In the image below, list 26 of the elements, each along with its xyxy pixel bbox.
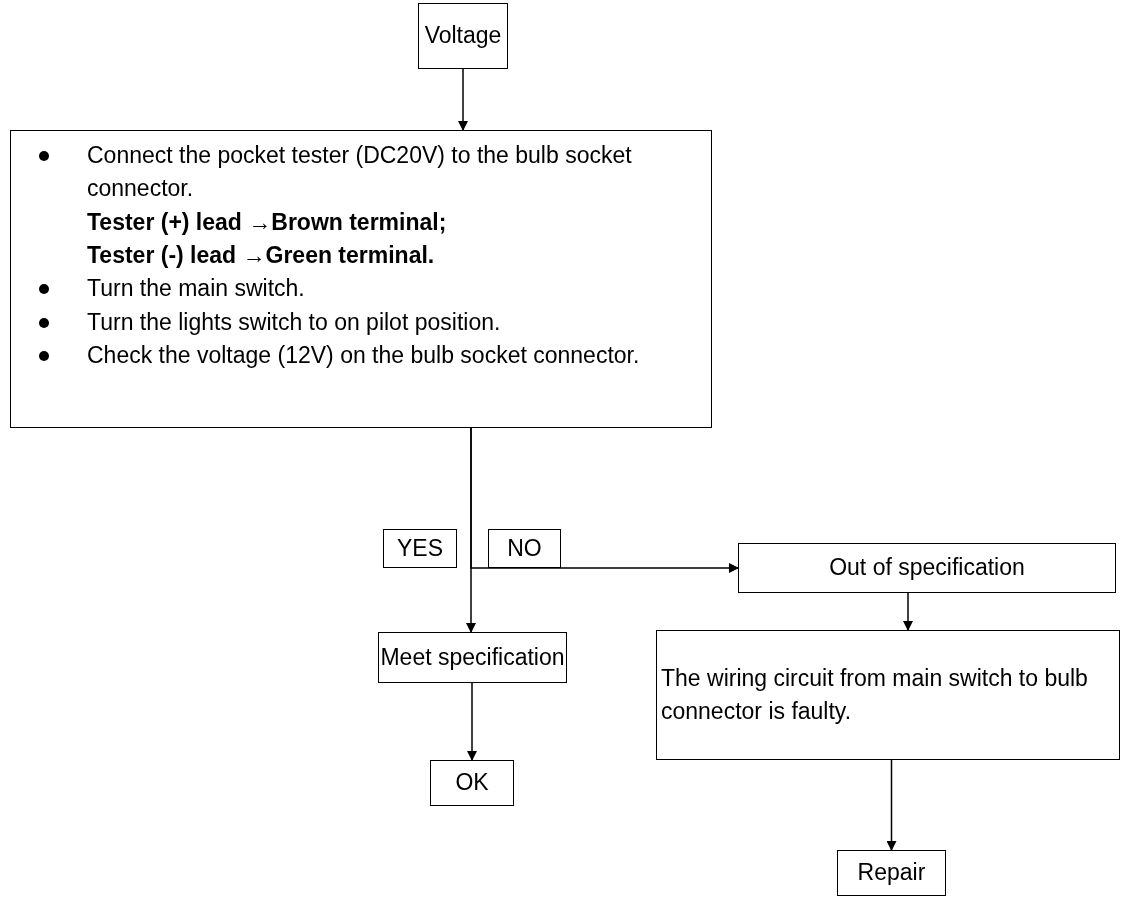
arrow — [467, 682, 477, 761]
box-text: OK — [455, 768, 489, 798]
box-text: Repair — [857, 858, 926, 888]
process-box — [738, 543, 1116, 593]
arrow — [886, 759, 897, 851]
edge-label: NO — [488, 529, 561, 568]
edge-label: YES — [383, 529, 457, 568]
box-text: The wiring circuit from main switch to bulb connector is faulty. — [661, 663, 1089, 726]
box-text: Out of specification — [829, 553, 1025, 583]
process-box — [430, 760, 514, 806]
arrow — [470, 427, 739, 573]
process-box — [656, 630, 1120, 760]
box-text: Voltage — [424, 21, 502, 51]
instruction-text: Check the voltage (12V) on the bulb socket connector. — [87, 341, 640, 371]
instruction-text: Tester (-) lead →Green terminal. — [86, 241, 436, 271]
box-text: Meet specification — [380, 642, 565, 672]
instruction-text: Connect the pocket tester (DC20V) to the bulb socket connector. — [87, 141, 633, 204]
process-box — [418, 3, 508, 69]
instruction-text: Turn the main switch. — [87, 274, 305, 304]
instruction-box — [10, 130, 712, 428]
instruction-text: Tester (+) lead →Brown terminal; — [86, 207, 448, 237]
process-box — [378, 632, 567, 683]
arrow — [903, 592, 913, 631]
instruction-text: Turn the lights switch to on pilot position. — [87, 307, 501, 337]
process-box — [837, 850, 946, 896]
arrow — [458, 68, 468, 131]
